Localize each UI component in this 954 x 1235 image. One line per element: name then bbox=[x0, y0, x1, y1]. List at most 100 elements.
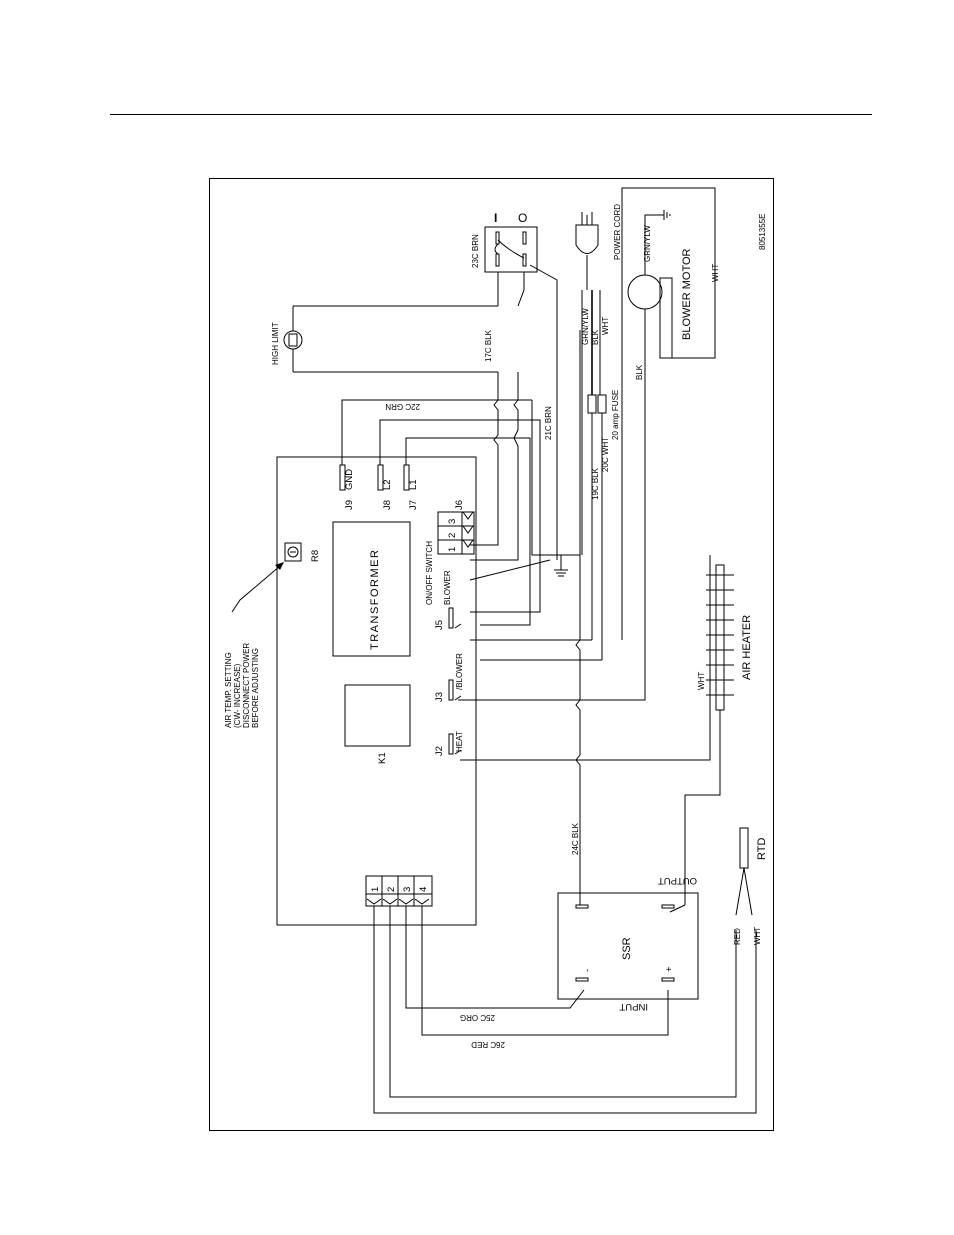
rtd-label: RTD bbox=[756, 838, 768, 860]
blower-motor-label: BLOWER MOTOR bbox=[681, 248, 693, 340]
high-limit-label: HIGH LIMIT bbox=[271, 322, 280, 365]
j7-label: J7 bbox=[408, 500, 419, 510]
j5-label: J5 bbox=[434, 620, 445, 630]
rtd-ssr-terminal-block bbox=[365, 875, 433, 907]
j8-label: J8 bbox=[382, 500, 393, 510]
power-cord-plug bbox=[575, 212, 599, 290]
svg-text:AIR TEMP. SETTING: AIR TEMP. SETTING bbox=[224, 652, 233, 728]
motor-blk-wire bbox=[458, 309, 646, 701]
wire-l1 bbox=[405, 437, 531, 626]
heater-wht-wire bbox=[460, 555, 711, 761]
wire-switch-out bbox=[470, 372, 519, 561]
ssr-block bbox=[557, 892, 699, 1000]
wire-23c-label: 23C BRN bbox=[471, 234, 480, 268]
wire-26c-red bbox=[421, 906, 669, 1036]
wire-25c-org bbox=[405, 906, 585, 1009]
motor-ground-icon bbox=[650, 210, 671, 220]
j5-blower-contact bbox=[448, 607, 462, 629]
wire-ground bbox=[531, 330, 581, 556]
wire-22c-grn bbox=[341, 399, 532, 465]
ground-icon bbox=[554, 555, 568, 577]
r8-potentiometer bbox=[284, 542, 302, 562]
ssr-minus-label: - bbox=[582, 969, 593, 972]
gnd-label: GND bbox=[344, 469, 355, 490]
wire-26c-label: 26C RED bbox=[471, 1040, 505, 1049]
l2-label: L2 bbox=[382, 479, 393, 490]
wire-24c-blk bbox=[575, 555, 581, 905]
on-off-switch-label: ON/OFF SWITCH bbox=[425, 541, 434, 605]
motor-wht-wire bbox=[621, 187, 716, 640]
wire-20c-label: 20C WHT bbox=[601, 437, 610, 472]
j6-term-2: 2 bbox=[447, 533, 458, 538]
wire-24c-label: 24C BLK bbox=[571, 822, 580, 855]
cord-grn-ylw-label: GRN/YLW bbox=[581, 308, 590, 345]
blower-motor bbox=[627, 274, 673, 359]
cord-wht-label: WHT bbox=[601, 317, 610, 335]
terminal-2: 2 bbox=[386, 887, 397, 892]
power-cord-label: POWER CORD bbox=[613, 204, 622, 260]
high-limit-thermostat bbox=[283, 306, 303, 372]
switch-off-label: O bbox=[518, 211, 527, 225]
svg-text:(CW- INCREASE): (CW- INCREASE) bbox=[233, 663, 242, 728]
rtd-red-wire bbox=[389, 906, 737, 1098]
fuse-20a bbox=[587, 394, 607, 414]
j6-term-3: 3 bbox=[447, 519, 458, 524]
control-board bbox=[276, 456, 477, 926]
ssr-input-label: INPUT bbox=[619, 1001, 648, 1012]
r8-label: R8 bbox=[310, 550, 321, 562]
ssr-plus-label: + bbox=[664, 966, 675, 972]
k1-label: K1 bbox=[377, 752, 388, 764]
k1-relay bbox=[344, 684, 411, 747]
j6-on-off-switch-terminal bbox=[437, 511, 475, 555]
wire-19c-label: 19C BLK bbox=[591, 467, 600, 500]
ssr-label: SSR bbox=[621, 937, 633, 960]
ssr-output-label: OUTPUT bbox=[658, 875, 697, 886]
air-temp-note: AIR TEMP. SETTING (CW- INCREASE) DISCONN… bbox=[224, 643, 260, 728]
svg-text:BEFORE ADJUSTING: BEFORE ADJUSTING bbox=[251, 648, 260, 728]
j3-label: J3 bbox=[434, 692, 445, 702]
heater-wht-label: WHT bbox=[697, 672, 706, 690]
j6-term-1: 1 bbox=[447, 547, 458, 552]
rtd-wht-wire bbox=[373, 906, 757, 1114]
transformer-label: TRANSFORMER bbox=[369, 549, 381, 650]
wire-25c-label: 25C ORG bbox=[460, 1013, 495, 1022]
rocker-switch bbox=[484, 226, 558, 560]
svg-text:DISCONNECT POWER: DISCONNECT POWER bbox=[242, 643, 251, 728]
ssr-output-link bbox=[669, 904, 686, 913]
terminal-1: 1 bbox=[370, 887, 381, 892]
wire-22c-label: 22C GRN bbox=[385, 402, 420, 411]
j2-label: J2 bbox=[434, 746, 445, 756]
wire-l2 bbox=[379, 419, 541, 613]
header-rule bbox=[110, 114, 872, 115]
heater-to-ssr-wire bbox=[684, 710, 721, 905]
rtd-red-label: RED bbox=[733, 928, 742, 945]
drawing-number: 8051355E bbox=[758, 214, 767, 250]
motor-grn-ylw-label: GRN/YLW bbox=[643, 225, 652, 262]
j9-label: J9 bbox=[344, 500, 355, 510]
note-arrowhead bbox=[275, 562, 284, 570]
wire-21c-label: 21C BRN bbox=[544, 406, 553, 440]
j3-blower-label: /BLOWER bbox=[455, 653, 464, 690]
note-leader bbox=[231, 565, 281, 613]
cord-blk-label: BLK bbox=[591, 329, 600, 345]
wire-17c bbox=[470, 372, 499, 546]
diagram-frame bbox=[209, 178, 774, 1131]
fuse-label: 20 amp FUSE bbox=[611, 390, 620, 440]
terminal-3: 3 bbox=[402, 887, 413, 892]
terminal-4: 4 bbox=[418, 887, 429, 892]
rtd-wht-label: WHT bbox=[753, 927, 762, 945]
motor-blk-label: BLK bbox=[635, 364, 644, 380]
wire-17c-label: 17C BLK bbox=[484, 329, 493, 362]
motor-ground-wire bbox=[644, 214, 650, 275]
j5-link-wire bbox=[469, 559, 551, 581]
j3-blower-contact bbox=[448, 679, 462, 701]
l1-label: L1 bbox=[408, 479, 419, 490]
switch-on-label: I bbox=[494, 211, 497, 225]
j2-heat-label: HEAT bbox=[455, 731, 464, 752]
j2-heat-contact bbox=[448, 733, 462, 755]
j5-blower-label: BLOWER bbox=[443, 570, 452, 605]
transformer-block bbox=[332, 521, 411, 657]
ssr-terminals bbox=[575, 904, 675, 982]
